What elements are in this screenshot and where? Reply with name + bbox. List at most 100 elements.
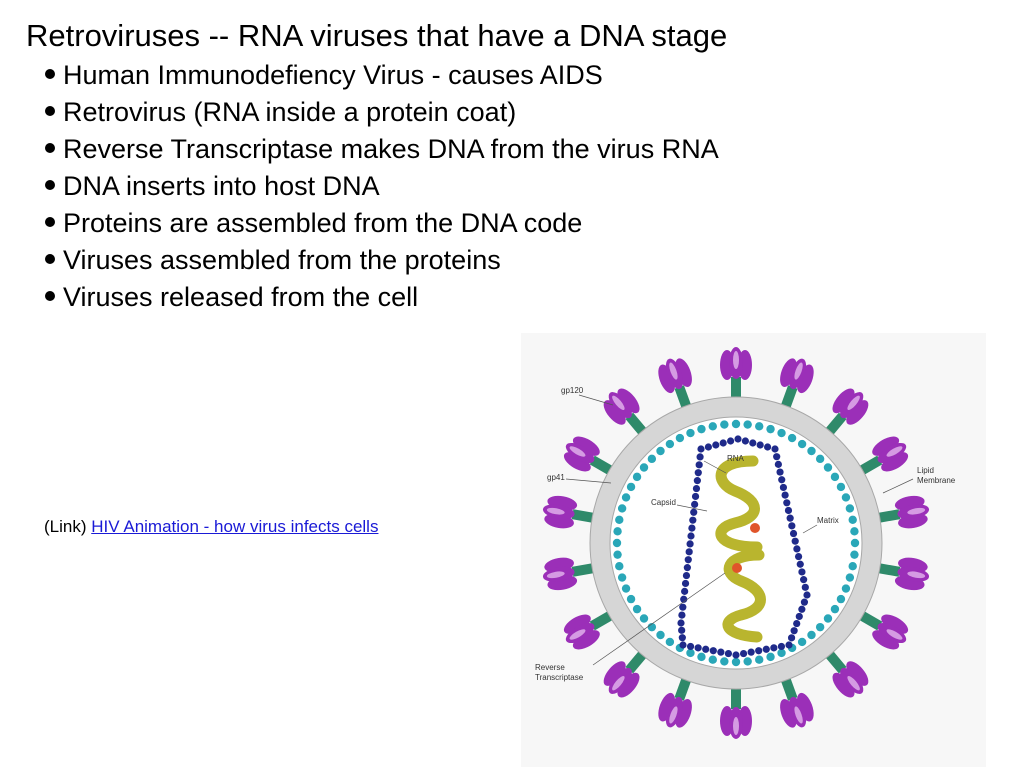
capsid-bead [690,508,698,516]
capsid-bead [681,587,689,595]
capsid-bead [798,568,806,576]
capsid-bead [762,645,770,653]
label-reverse: Reverse [535,663,565,672]
gp120-highlight [733,717,739,735]
capsid-bead [681,579,690,588]
bullet-dot-icon [45,217,55,227]
capsid-bead [694,644,702,652]
matrix-bead [755,655,764,664]
capsid-bead [774,460,782,468]
gp120-highlight [569,446,586,457]
slide-title: Retroviruses -- RNA viruses that have a … [26,18,728,53]
gp120-spike [720,347,752,403]
matrix-bead [708,422,717,431]
matrix-bead [815,622,825,632]
capsid-bead [724,649,733,658]
capsid-bead [696,453,704,461]
gp120-head-lobe [617,672,640,698]
gp120-head-lobe [846,400,869,425]
bullet-dot-icon [45,106,55,116]
label-membrane: Membrane [917,476,956,485]
bullet-text: Viruses assembled from the proteins [63,245,501,275]
matrix-bead [675,433,685,443]
capsid-bead [796,560,804,568]
gp120-head-lobe [563,452,591,472]
bullet-text: Proteins are assembled from the DNA code [63,208,583,238]
matrix-bead [836,482,846,492]
matrix-bead [850,538,860,548]
gp120-spike [822,388,869,439]
matrix-bead [665,637,675,647]
bullet-text: Retrovirus (RNA inside a protein coat) [63,97,517,127]
label-matrix: Matrix [817,516,839,525]
capsid-bead [791,537,799,545]
capsid-beads [677,435,811,659]
matrix-bead [830,604,840,614]
gp120-head-lobe [832,672,855,698]
capsid-bead [719,439,727,447]
matrix-bead [848,515,857,524]
matrix-bead [743,420,752,429]
gp120-highlight [886,629,903,640]
capsid-bead [684,556,692,564]
capsid-bead [781,491,789,499]
matrix-bead [836,594,846,604]
gp120-highlight [546,507,565,515]
matrix-bead [621,493,631,502]
gp120-head-lobe [846,661,869,686]
matrix-bead [845,504,855,513]
rna-strand-upper [715,455,763,553]
link-prefix: (Link) [44,517,92,536]
gp120-highlight [794,706,803,724]
capsid-bead [749,439,757,447]
matrix-bead [639,614,649,623]
rna-strands [715,455,766,643]
capsid-bead [755,647,763,655]
gp41-stalk [731,683,741,709]
hiv-animation-link[interactable]: HIV Animation - how virus infects cells [91,517,379,536]
matrix-bead [807,630,816,640]
matrix-bead [697,652,706,662]
gp120-head-lobe [872,436,900,456]
matrix-bead [777,428,786,438]
matrix-bead [841,493,851,502]
gp120-highlight [669,706,678,724]
bullet-item: Reverse Transcriptase makes DNA from the… [44,132,719,169]
capsid-bead [764,443,772,451]
bullet-dot-icon [45,254,55,264]
matrix-bead [845,573,855,582]
gp120-highlight [907,507,926,515]
gp120-head-lobe [881,614,909,634]
bullet-dot-icon [45,143,55,153]
capsid-bead [800,598,809,606]
bullet-dot-icon [45,291,55,301]
gp120-spike [779,358,814,414]
matrix-bead [807,446,816,456]
matrix-bead [613,527,622,536]
bullet-item: Viruses assembled from the proteins [44,243,719,280]
matrix-bead [626,482,636,492]
gp120-highlight [612,395,625,410]
link-line: (Link) HIV Animation - how virus infects… [44,516,378,538]
bullet-text: Viruses released from the cell [63,282,419,312]
capsid-bead [679,603,687,611]
matrix-bead [632,472,642,482]
capsid-bead [687,532,695,540]
bullet-text: Reverse Transcriptase makes DNA from the… [63,134,719,164]
gp120-spike [854,608,909,650]
capsid-bead [741,437,749,445]
capsid-bead [688,524,696,532]
capsid-bead [680,595,688,603]
matrix-bead [617,504,627,513]
gp120-head-lobe [881,452,909,472]
rna-strand-lower [722,549,766,643]
capsid-bead [691,500,699,508]
capsid-bead [683,564,691,572]
gp120-head-lobe [572,436,600,456]
capsid-bead [795,612,803,621]
matrix-bead [841,584,851,593]
matrix-bead [656,446,665,456]
bullet-text: Human Immunodefiency Virus - causes AIDS [63,60,603,90]
label-lipid: Lipid [917,466,934,475]
gp120-spike [854,436,909,478]
